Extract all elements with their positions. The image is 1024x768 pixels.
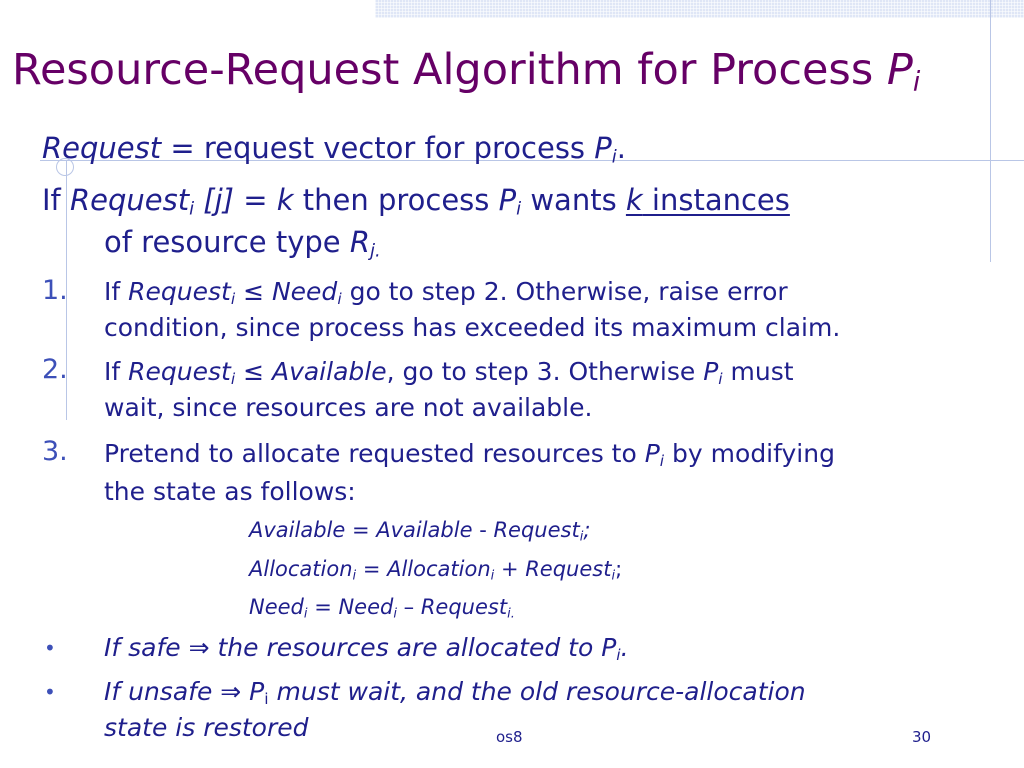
bullet-text: If unsafe ⇒ P xyxy=(104,677,265,706)
request-definition: Request = request vector for process Pi. xyxy=(42,130,626,166)
subscript: i xyxy=(659,451,665,470)
page-number: 30 xyxy=(912,728,932,746)
step-number: 1. xyxy=(42,275,68,306)
subscript: i xyxy=(337,289,342,308)
step-number: 3. xyxy=(42,436,68,467)
right-vertical-rule xyxy=(990,0,991,262)
left-vertical-rule xyxy=(66,160,67,420)
bullet-text: If safe ⇒ the resources are allocated to… xyxy=(104,633,617,662)
step-2-line2: wait, since resources are not available. xyxy=(104,393,593,422)
request-var: Request xyxy=(128,357,231,386)
step-2-line1: If Requesti ≤ Available, go to step 3. O… xyxy=(104,356,794,388)
bullet-safe: If safe ⇒ the resources are allocated to… xyxy=(104,632,629,664)
equation-lhs: Available = Available xyxy=(249,518,473,542)
equation-allocation: Allocationi = Allocationi + Requesti; xyxy=(249,556,622,583)
equation-available: Available = Available - Requesti; xyxy=(249,517,590,544)
request-var: Request xyxy=(69,183,190,217)
k-var: k xyxy=(276,183,294,217)
slide-title: Resource-Request Algorithm for Process P… xyxy=(12,44,920,96)
step-text: by modifying xyxy=(664,439,835,468)
available-var: Available xyxy=(271,357,387,386)
if-word: If xyxy=(42,183,70,217)
step-1-line2: condition, since process has exceeded it… xyxy=(104,313,841,342)
semicolon: ; xyxy=(615,557,623,581)
resource-symbol: R xyxy=(349,225,370,259)
k-var-underlined: k xyxy=(625,183,643,217)
request-meaning-line2: of resource type Rj. xyxy=(104,224,381,260)
process-symbol: P xyxy=(498,183,517,217)
request-var: Request xyxy=(493,518,580,542)
request-var: Request xyxy=(525,557,612,581)
equation-rhs: = Need xyxy=(307,595,394,619)
step-text: , go to step 3. Otherwise xyxy=(386,357,704,386)
step-text: If xyxy=(104,277,129,306)
subscript: i xyxy=(230,289,236,308)
decorative-circle xyxy=(56,158,74,176)
request-var: Request xyxy=(128,277,231,306)
equation-need: Needi = Needi – Requesti. xyxy=(249,594,515,621)
subscript: i xyxy=(264,689,269,708)
request-var: Request xyxy=(420,595,508,619)
step-text: Pretend to allocate requested resources … xyxy=(104,439,645,468)
resource-type-text: of resource type xyxy=(104,225,350,259)
semicolon: ; xyxy=(583,518,591,542)
title-symbol: P xyxy=(886,45,913,95)
need-var: Need xyxy=(249,595,304,619)
footer-label: os8 xyxy=(496,728,523,746)
step-text: must xyxy=(722,357,794,386)
process-symbol: P xyxy=(644,439,660,468)
step-text: If xyxy=(104,357,129,386)
subscript: i xyxy=(579,529,584,545)
leq-operator: ≤ xyxy=(235,357,272,386)
then-text: then process xyxy=(293,183,499,217)
subscript: i xyxy=(230,369,236,388)
index-expression: [j] = xyxy=(194,183,277,217)
need-var: Need xyxy=(271,277,338,306)
process-subscript: i xyxy=(516,198,522,220)
resource-subscript: j. xyxy=(369,240,381,262)
title-text: Resource-Request Algorithm for Process xyxy=(12,45,874,95)
minus-operator: – xyxy=(396,595,421,619)
step-number: 2. xyxy=(42,354,68,385)
step-text: go to step 2. Otherwise, raise error xyxy=(341,277,788,306)
leq-operator: ≤ xyxy=(235,277,272,306)
definition-text: = request vector for process xyxy=(161,131,595,165)
subscript: i. xyxy=(507,606,515,622)
wants-text: wants xyxy=(521,183,626,217)
subscript: i xyxy=(611,568,616,584)
subscript: i xyxy=(490,568,495,584)
step-1-line1: If Requesti ≤ Needi go to step 2. Otherw… xyxy=(104,276,788,308)
request-var: Request xyxy=(42,131,162,165)
minus-operator: - xyxy=(472,518,494,542)
subscript: i xyxy=(718,369,723,388)
period: . xyxy=(616,131,626,165)
process-subscript: i xyxy=(611,146,617,168)
bullet-icon: • xyxy=(44,680,56,704)
top-decorative-band xyxy=(375,0,1024,18)
bullet-icon: • xyxy=(44,636,56,660)
horizontal-rule xyxy=(40,160,1024,161)
subscript: i xyxy=(393,606,397,622)
subscript: i xyxy=(352,568,357,584)
instances-text: instances xyxy=(642,183,790,217)
process-symbol: P xyxy=(594,131,612,165)
subscript: i xyxy=(616,645,621,664)
title-subscript: i xyxy=(912,66,921,98)
allocation-var: Allocation xyxy=(249,557,353,581)
bullet-unsafe-line2: state is restored xyxy=(104,713,309,742)
request-subscript: i xyxy=(189,198,195,220)
bullet-unsafe-line1: If unsafe ⇒ Pi must wait, and the old re… xyxy=(104,676,806,708)
plus-operator: + xyxy=(494,557,526,581)
step-3-line2: the state as follows: xyxy=(104,477,356,506)
bullet-text: must wait, and the old resource-allocati… xyxy=(268,677,806,706)
equation-rhs: = Allocation xyxy=(356,557,491,581)
process-symbol: P xyxy=(703,357,719,386)
request-meaning-line1: If Requesti [j] = k then process Pi want… xyxy=(42,182,790,218)
subscript: i xyxy=(303,606,308,622)
step-3-line1: Pretend to allocate requested resources … xyxy=(104,438,835,470)
period: . xyxy=(620,633,629,662)
